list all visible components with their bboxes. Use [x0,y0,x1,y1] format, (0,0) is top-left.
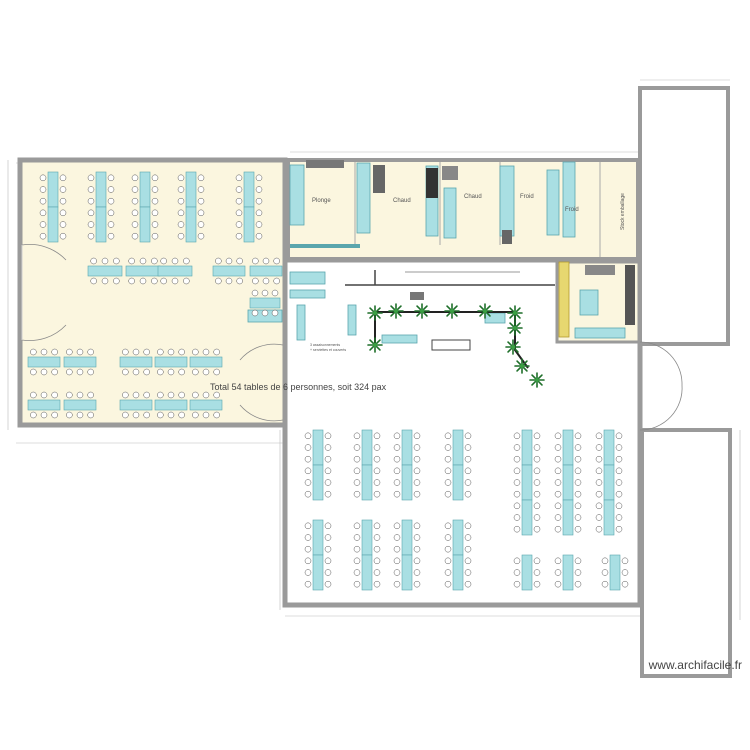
table-6 [39,206,67,243]
table-6 [249,289,281,317]
plants [367,303,545,388]
table-6 [131,206,159,243]
plant-icon [505,339,521,355]
left-room [17,157,288,428]
table-6 [87,171,115,208]
table-6 [601,554,629,591]
plant-icon [388,303,404,319]
table-6 [125,257,161,285]
label-chaud-2: Chaud [464,194,482,200]
table-6 [119,391,153,419]
table-6 [444,554,472,591]
table-6 [304,464,332,501]
table-6 [235,206,263,243]
table-6 [63,391,97,419]
table-6 [353,519,381,556]
table-6 [27,348,61,376]
table-6 [554,554,582,591]
doors [21,244,683,431]
table-6 [39,171,67,208]
table-6 [249,257,283,285]
table-6 [554,464,582,501]
table-6 [212,257,246,285]
table-6 [444,519,472,556]
table-6 [27,391,61,419]
table-6 [87,206,115,243]
table-6 [513,464,541,501]
table-6 [393,519,421,556]
table-6 [304,519,332,556]
table-6 [595,464,623,501]
plant-icon [444,303,460,319]
table-6 [87,257,123,285]
note-serviettes: + serviettes et couverts [310,348,346,352]
label-froid-2: Froid [565,207,579,213]
table-6 [554,429,582,466]
table-6 [177,171,205,208]
table-6 [393,554,421,591]
note-assaisonnements: 3 assaisonnements [310,343,340,347]
table-6 [444,429,472,466]
label-chaud-1: Chaud [393,198,411,204]
plant-icon [414,303,430,319]
table-6 [513,499,541,536]
dining-tables [27,171,629,591]
label-stock: Stock emballage [620,193,626,230]
table-6 [393,464,421,501]
table-6 [189,348,223,376]
table-6 [353,554,381,591]
table-6 [119,348,153,376]
table-6 [513,554,541,591]
kitchen-equipment [289,160,635,339]
table-6 [235,171,263,208]
plant-icon [514,358,530,374]
plant-icon [367,337,383,353]
plant-icon [367,305,383,321]
table-6 [554,499,582,536]
table-6 [304,429,332,466]
table-6 [177,206,205,243]
total-caption: Total 54 tables de 6 personnes, soit 324… [210,382,387,392]
annex-bottom [640,428,732,678]
table-6 [513,429,541,466]
annex-top [638,86,730,346]
table-6 [393,429,421,466]
table-6 [63,348,97,376]
site-watermark: www.archifacile.fr [648,658,742,672]
table-6 [189,391,223,419]
label-plonge: Plonge [312,198,331,204]
dimension-lines [7,79,741,620]
table-6 [353,429,381,466]
plant-icon [529,372,545,388]
plant-icon [477,303,493,319]
plant-icon [507,305,523,321]
table-6 [444,464,472,501]
plant-icon [507,320,523,336]
table-6 [595,499,623,536]
table-6 [353,464,381,501]
table-6 [154,391,188,419]
label-froid-1: Froid [520,194,534,200]
table-6 [154,348,188,376]
table-6 [595,429,623,466]
table-6 [304,554,332,591]
table-6 [131,171,159,208]
table-6 [157,257,193,285]
